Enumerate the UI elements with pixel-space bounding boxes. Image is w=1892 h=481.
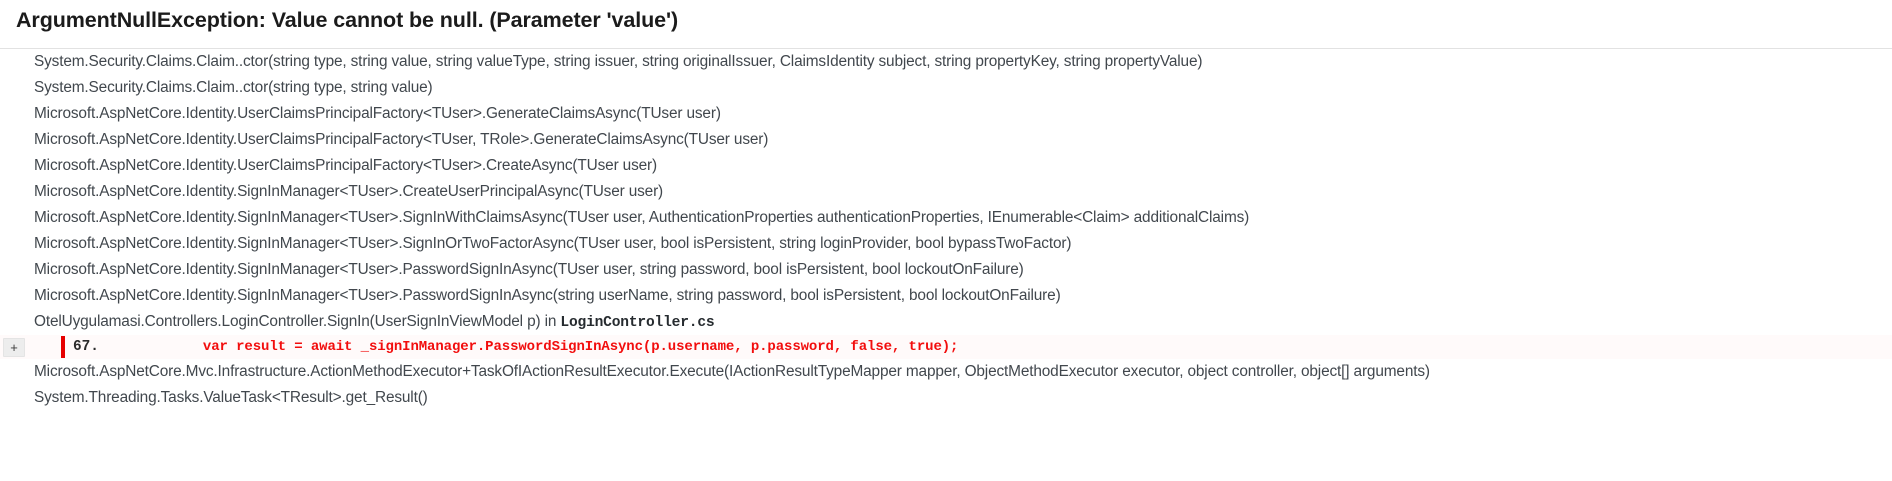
stack-frame-row: Microsoft.AspNetCore.Identity.UserClaims…	[0, 127, 1892, 153]
stack-frame-row: System.Threading.Tasks.ValueTask<TResult…	[0, 385, 1892, 411]
stack-frame-text: System.Security.Claims.Claim..ctor(strin…	[34, 79, 433, 96]
stack-frame-text: Microsoft.AspNetCore.Identity.UserClaims…	[34, 105, 721, 122]
stack-frame-row: Microsoft.AspNetCore.Mvc.Infrastructure.…	[0, 359, 1892, 385]
stack-frame-text: Microsoft.AspNetCore.Identity.UserClaims…	[34, 131, 769, 148]
stack-frame-row: System.Security.Claims.Claim..ctor(strin…	[0, 49, 1892, 75]
error-indicator-bar	[61, 336, 65, 358]
source-file-name: LoginController.cs	[560, 315, 715, 331]
stack-frame-row: Microsoft.AspNetCore.Identity.SignInMana…	[0, 283, 1892, 309]
stack-frame-row: Microsoft.AspNetCore.Identity.SignInMana…	[0, 179, 1892, 205]
stack-frame-row: Microsoft.AspNetCore.Identity.SignInMana…	[0, 257, 1892, 283]
stack-frame-text: Microsoft.AspNetCore.Identity.SignInMana…	[34, 183, 664, 200]
stack-frame-row: Microsoft.AspNetCore.Identity.UserClaims…	[0, 153, 1892, 179]
stack-frame-row-error-source: OtelUygulamasi.Controllers.LoginControll…	[0, 309, 1892, 335]
stack-frame-text: System.Security.Claims.Claim..ctor(strin…	[34, 53, 1203, 70]
stack-frame-text: System.Threading.Tasks.ValueTask<TResult…	[34, 389, 428, 406]
stack-frame-text: Microsoft.AspNetCore.Mvc.Infrastructure.…	[34, 363, 1430, 380]
stack-frame-text: Microsoft.AspNetCore.Identity.SignInMana…	[34, 287, 1061, 304]
stack-trace-list: System.Security.Claims.Claim..ctor(strin…	[0, 49, 1892, 411]
stack-frame-text: Microsoft.AspNetCore.Identity.SignInMana…	[34, 209, 1250, 226]
stack-frame-text: Microsoft.AspNetCore.Identity.SignInMana…	[34, 235, 1072, 252]
exception-header: ArgumentNullException: Value cannot be n…	[0, 0, 1892, 44]
stack-frame-row: Microsoft.AspNetCore.Identity.UserClaims…	[0, 101, 1892, 127]
stack-frame-text: Microsoft.AspNetCore.Identity.UserClaims…	[34, 157, 657, 174]
header-divider	[0, 48, 1892, 49]
source-code-highlight-row: + 67. var result = await _signInManager.…	[0, 335, 1892, 359]
stack-frame-text: OtelUygulamasi.Controllers.LoginControll…	[34, 313, 561, 330]
exception-title: ArgumentNullException: Value cannot be n…	[16, 8, 679, 32]
stack-frame-text: Microsoft.AspNetCore.Identity.SignInMana…	[34, 261, 1024, 278]
source-code-text: var result = await _signInManager.Passwo…	[202, 339, 959, 355]
expand-source-button[interactable]: +	[3, 337, 25, 357]
stack-frame-row: Microsoft.AspNetCore.Identity.SignInMana…	[0, 205, 1892, 231]
stack-frame-row: System.Security.Claims.Claim..ctor(strin…	[0, 75, 1892, 101]
stack-frame-row: Microsoft.AspNetCore.Identity.SignInMana…	[0, 231, 1892, 257]
source-line-number: 67.	[73, 339, 99, 355]
